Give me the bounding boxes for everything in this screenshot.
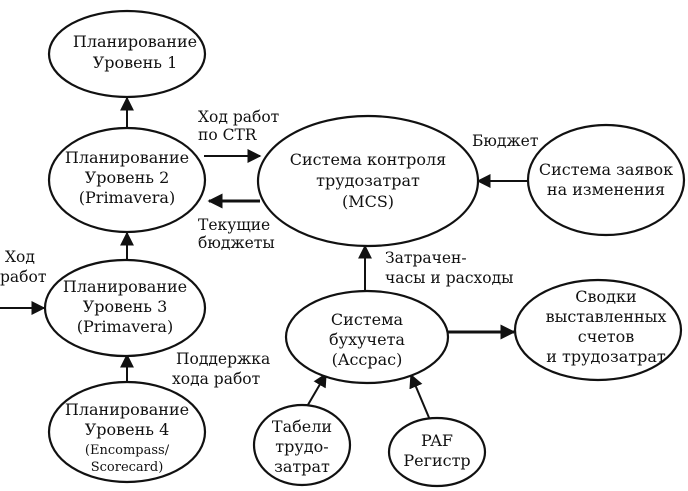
node-line: трудо- <box>275 437 328 456</box>
node-line: счетов <box>578 327 635 346</box>
node-line: трудозатрат <box>316 171 420 190</box>
edge-label-line: Ход работ <box>198 108 279 126</box>
node-planning-level-2: Планирование Уровень 2 (Primavera) <box>47 126 207 234</box>
node-line: (Accpac) <box>332 350 403 369</box>
node-line: затрат <box>274 457 330 476</box>
node-planning-level-3: Планирование Уровень 3 (Primavera) <box>43 258 207 358</box>
node-line: Уровень 2 <box>85 168 170 187</box>
node-line: Система <box>331 310 404 329</box>
edge-label-line: Бюджет <box>472 132 538 150</box>
node-line: Планирование <box>65 148 189 167</box>
node-line: Уровень 3 <box>83 297 168 316</box>
label-progress-support: Поддержка хода работ <box>172 350 270 388</box>
label-budget: Бюджет <box>472 132 538 150</box>
node-line: (MCS) <box>342 192 394 211</box>
node-change-requests-shape <box>526 123 686 237</box>
node-line: Планирование <box>63 277 187 296</box>
edge-label-line: Поддержка <box>176 350 270 368</box>
edges <box>0 96 528 421</box>
node-planning-level-3-shape <box>43 258 207 358</box>
edge-label-line: Ход <box>5 248 35 266</box>
node-mcs: Система контроля трудозатрат (MCS) <box>256 114 480 248</box>
node-accounting: Система бухучета (Accpac) <box>284 289 450 385</box>
node-summaries: Сводки выставленных счетов и трудозатрат <box>513 278 683 382</box>
edge-label-line: работ <box>0 268 46 286</box>
edge-paf-to-acc <box>409 373 431 421</box>
node-line: Планирование <box>65 400 189 419</box>
node-paf-register-shape <box>387 416 487 488</box>
edge-label-line: бюджеты <box>198 234 275 252</box>
node-change-requests: Система заявок на изменения <box>526 123 686 237</box>
node-line: (Primavera) <box>77 317 173 336</box>
edge-label-line: по CTR <box>198 126 258 144</box>
node-line: Табели <box>272 417 332 436</box>
node-line: (Primavera) <box>79 188 175 207</box>
node-mcs-shape <box>256 114 480 248</box>
node-paf-register: PAF Регистр <box>387 416 487 488</box>
edge-label-line: Затрачен- <box>385 249 467 267</box>
label-current-budgets: Текущие бюджеты <box>198 216 275 252</box>
node-line: Система контроля <box>290 150 447 169</box>
node-line: Scorecard) <box>91 460 164 475</box>
node-timesheets: Табели трудо- затрат <box>252 403 352 487</box>
node-line: бухучета <box>329 330 405 349</box>
node-line: Система заявок <box>539 160 673 179</box>
label-progress-ctr: Ход работ по CTR <box>198 108 279 144</box>
node-line: выставленных <box>546 307 667 326</box>
label-progress-in: Ход работ <box>0 248 46 286</box>
node-line: Планирование <box>73 32 197 51</box>
node-line: Сводки <box>575 287 636 306</box>
label-hours-costs: Затрачен- часы и расходы <box>385 249 514 287</box>
node-accounting-shape <box>284 289 450 385</box>
node-line: Уровень 4 <box>85 420 170 439</box>
node-timesheets-shape <box>252 403 352 487</box>
node-line: Уровень 1 <box>93 53 178 72</box>
node-planning-level-2-shape <box>47 126 207 234</box>
node-planning-level-1-shape <box>47 9 207 99</box>
node-planning-level-4: Планирование Уровень 4 (Encompass/ Score… <box>47 380 207 484</box>
edge-label-line: часы и расходы <box>385 269 514 287</box>
node-summaries-shape <box>513 278 683 382</box>
node-line: PAF <box>421 431 453 450</box>
node-planning-level-1: Планирование Уровень 1 <box>47 9 207 99</box>
node-planning-level-4-shape <box>47 380 207 484</box>
edge-label-line: хода работ <box>172 370 260 388</box>
node-line: Регистр <box>403 451 470 470</box>
edge-label-line: Текущие <box>198 216 270 234</box>
node-line: на изменения <box>547 180 665 199</box>
node-line: и трудозатрат <box>546 347 666 366</box>
node-line: (Encompass/ <box>85 443 170 458</box>
